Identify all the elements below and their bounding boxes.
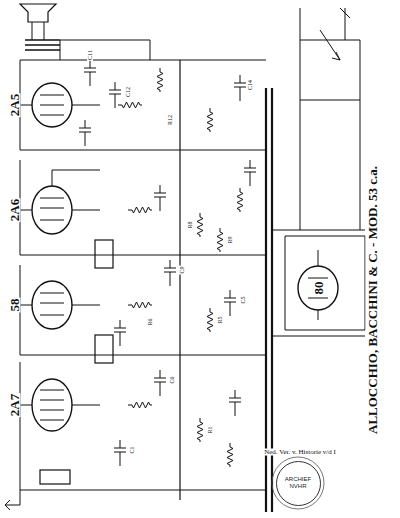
resistor-symbol [157, 68, 163, 92]
wire [230, 310, 231, 316]
resistor-symbol [207, 308, 213, 332]
wire [90, 80, 91, 86]
capacitor-symbol [224, 290, 236, 310]
component-label: R12 [167, 114, 173, 126]
component-label: C9 [179, 265, 185, 274]
resistor-symbol [128, 302, 152, 308]
resistor-symbol [118, 102, 142, 108]
wire [120, 340, 121, 346]
resistor-symbol [207, 108, 213, 132]
component-label: C6 [169, 375, 175, 384]
component-label: C5 [240, 295, 246, 304]
wire [160, 390, 161, 396]
component-label: R9 [227, 235, 233, 244]
component-label: R5 [217, 315, 223, 324]
component-label: R1 [207, 425, 213, 434]
resistor-symbol [227, 443, 233, 467]
stamp-text: NVHR [289, 483, 306, 490]
archive-stamp: ARCHIEFNVHR [276, 461, 321, 506]
capacitor-symbol [154, 185, 166, 205]
wire [115, 102, 116, 108]
component-label: R6 [147, 317, 153, 326]
power-transformer [272, 230, 365, 336]
resistor-symbol [197, 213, 203, 237]
wire [60, 40, 150, 60]
output-transformer [25, 40, 60, 50]
component-label: C1 [129, 445, 135, 454]
capacitor-symbol [109, 82, 121, 102]
title-text: ALLOCCHIO, BACCHINI & C. - MOD. 53 c.a. [366, 165, 379, 435]
tube-label: 80 [312, 281, 325, 296]
wire [250, 180, 251, 186]
tube-label: 2A5 [8, 93, 21, 117]
resistor-symbol [237, 188, 243, 212]
capacitor-symbol [164, 260, 176, 280]
stage-wiring [20, 60, 266, 490]
wire [160, 205, 161, 211]
tube-label: 58 [8, 298, 21, 313]
wire [120, 460, 121, 466]
wire [235, 410, 236, 416]
tube-label: 2A6 [8, 198, 21, 222]
antenna [5, 490, 20, 510]
capacitor-symbol [114, 320, 126, 340]
component-label: C12 [125, 86, 131, 98]
capacitor-symbol [79, 120, 91, 140]
component-label: R8 [187, 220, 193, 229]
component-label: C11 [87, 49, 93, 61]
capacitor-symbol [114, 440, 126, 460]
resistor-symbol [128, 402, 152, 408]
speaker-symbol [20, 4, 56, 22]
stamp-text: ARCHIEF [285, 476, 311, 483]
capacitor-symbol [244, 160, 256, 180]
passive-components [79, 60, 256, 467]
stamp-ring [272, 457, 324, 509]
wire [170, 280, 171, 286]
ht-line [179, 60, 180, 500]
capacitor-symbol [84, 60, 96, 80]
tube-electrodes [20, 95, 328, 420]
component-label: C14 [247, 79, 253, 91]
resistor-symbol [197, 418, 203, 442]
wire [240, 95, 241, 101]
tube-label: 2A7 [8, 393, 21, 417]
resistor-symbol [128, 207, 152, 213]
capacitor-symbol [234, 75, 246, 95]
resistor-symbol [217, 228, 223, 252]
capacitor-symbol [229, 390, 241, 410]
archive-note: Ned. Ver. v. Historie v/d I [263, 449, 337, 456]
wire [32, 22, 44, 40]
mains-input [300, 8, 360, 230]
wire [85, 140, 86, 146]
if-transformer [40, 240, 113, 484]
capacitor-symbol [154, 370, 166, 390]
tube-symbol [32, 83, 338, 431]
